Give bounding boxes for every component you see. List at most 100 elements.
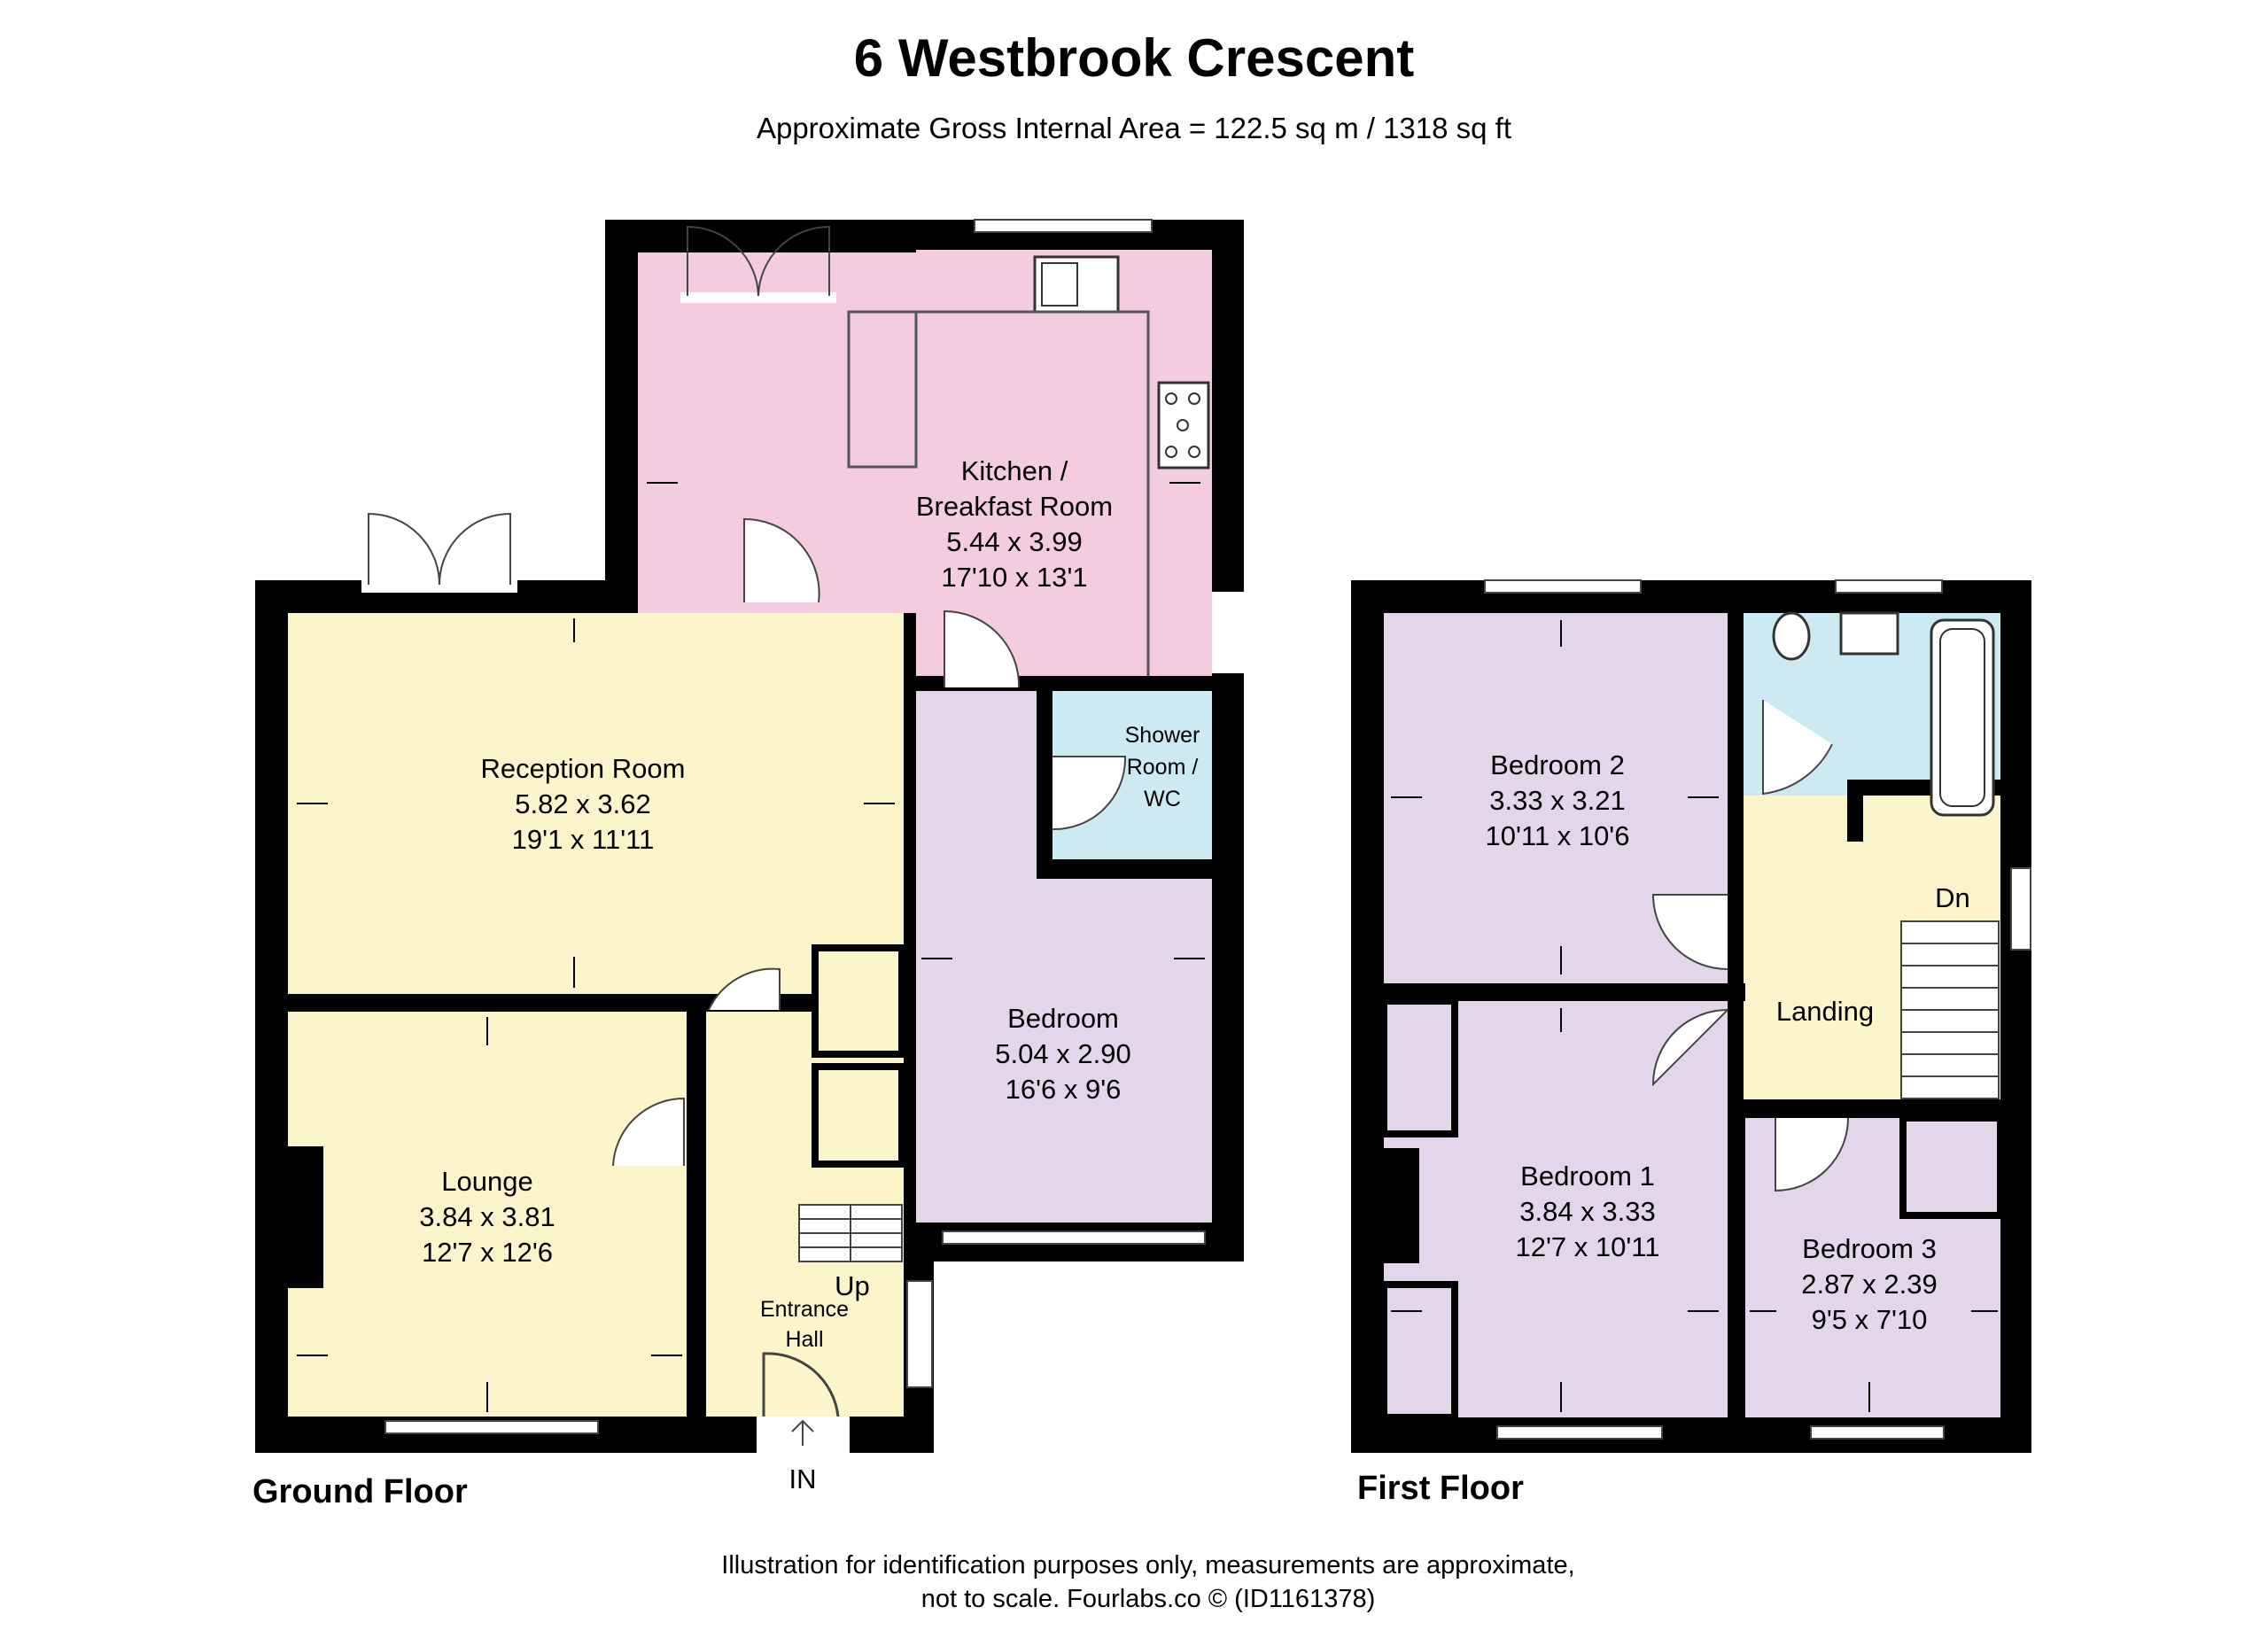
door-bedroom1 [1651,1009,1728,1087]
breakfast-bar [847,310,918,469]
window-kitchen [974,219,1153,233]
reception-room-name: Reception Room [481,753,686,784]
window-bedroom [942,1230,1206,1245]
stairs-down-label: Dn [1935,882,1970,913]
window-bedroom2 [1484,579,1642,594]
door-shower [1052,756,1127,831]
wardrobe-bedroom1-lower [1380,1281,1458,1421]
reception-room-metric: 5.82 x 3.62 [515,788,650,819]
wall-bathroom-side [1847,780,1863,842]
landing-name: Landing [1776,996,1874,1027]
front-door-icon [762,1352,840,1417]
kitchen-name-line1: Kitchen / [961,455,1068,486]
hob-ring [1165,446,1177,458]
door-hall-reception [708,967,781,1011]
hob-ring [1188,392,1200,405]
wall-shower-bottom [1037,859,1214,879]
bedroom1-name: Bedroom 1 [1520,1161,1655,1192]
bedroom1-area [1384,1001,1728,1417]
entrance-label: IN [789,1463,817,1494]
bedroom2-name: Bedroom 2 [1490,749,1625,780]
first-floor-plan: Bedroom 2 3.33 x 3.21 10'11 x 10'6 Landi… [288,579,2031,1507]
wall-reception-lounge [255,994,707,1012]
lounge-area [288,1012,687,1417]
kitchen-area-upper [916,250,1212,259]
cupboard-2 [812,1063,905,1168]
window-landing [2010,867,2031,951]
lounge-name: Lounge [441,1166,532,1197]
lounge-metric: 3.84 x 3.81 [419,1201,555,1232]
kitchen-metric: 5.44 x 3.99 [946,526,1082,557]
toilet-icon [1772,611,1811,661]
reception-room-area [288,613,904,994]
door-bedroom2 [1651,894,1728,970]
page-subtitle: Approximate Gross Internal Area = 122.5 … [757,112,1511,144]
wardrobe-bedroom1 [1380,998,1458,1137]
bath-icon [1930,618,1995,817]
bedroom1-imperial: 12'7 x 10'11 [1516,1231,1660,1262]
window-bathroom [1835,579,1943,594]
bedroom2-metric: 3.33 x 3.21 [1489,785,1625,816]
footer-disclaimer-line1: Illustration for identification purposes… [721,1551,1574,1580]
reception-room-imperial: 19'1 x 11'11 [512,824,655,855]
basin-icon [1839,611,1899,656]
kitchen-area [638,252,1212,676]
wall-bedrooms-landing [1728,613,1744,1417]
wall-lounge-hall [687,1012,706,1417]
wall-reception-bedroom [904,613,916,1269]
bath-inner [1939,628,1985,807]
sink-bowl [1041,262,1078,307]
entrance-hall-line1: Entrance [760,1297,849,1322]
chimney-breast-first [1384,1148,1419,1263]
kitchen-imperial: 17'10 x 13'1 [941,562,1087,593]
bedroom3-name: Bedroom 3 [1802,1233,1937,1264]
shower-room-line3: WC [1144,787,1181,811]
window-bedroom1 [1496,1425,1663,1440]
bedroom2-imperial: 10'11 x 10'6 [1486,820,1630,851]
chimney-breast-ground [288,1146,323,1288]
stairs-down [1900,920,2000,1099]
door-bedroom3 [1775,1117,1849,1192]
entrance-hall-line2: Hall [785,1327,823,1352]
wardrobe-bedroom3 [1899,1114,2004,1219]
bedroom3-imperial: 9'5 x 7'10 [1812,1304,1928,1335]
wall-shower [1037,682,1052,879]
stairs-up [798,1204,903,1262]
entrance-arrow-icon [791,1419,814,1446]
bedroom3-metric: 2.87 x 2.39 [1801,1269,1937,1300]
french-doors-kitchen [680,292,836,303]
bedroom-ground-metric: 5.04 x 2.90 [995,1038,1130,1069]
first-floor-label: First Floor [1357,1470,1524,1507]
bedroom-ground-name: Bedroom [1007,1003,1119,1034]
wall-bedroom2-bedroom1 [1351,983,1745,1001]
lounge-imperial: 12'7 x 12'6 [422,1237,553,1268]
page-title: 6 Westbrook Crescent [854,28,1414,88]
dimension-arrows-first [1391,620,1998,1412]
ground-floor-label: Ground Floor [252,1473,468,1510]
french-door-swing [687,225,830,297]
bedroom-ground-imperial: 16'6 x 9'6 [1006,1074,1122,1105]
door-reception-kitchen [743,517,820,603]
kitchen-name-line2: Breakfast Room [916,491,1113,522]
hob-ring [1177,419,1189,431]
dimension-arrows [297,482,1205,1412]
wall-landing-bedroom3 [1744,1099,2000,1118]
window-hall [906,1280,933,1388]
door-lounge [612,1097,685,1167]
cupboard-1 [812,944,905,1058]
shower-room-line1: Shower [1125,723,1200,748]
ground-floor-plan: Kitchen / Breakfast Room 5.44 x 3.99 17'… [252,219,1244,1510]
window-bedroom3 [1810,1425,1945,1440]
kitchen-worktop [916,310,1150,676]
stairs-up-label: Up [835,1270,870,1301]
shower-room-line2: Room / [1127,755,1199,780]
door-bathroom [1762,700,1833,796]
footer-disclaimer-line2: not to scale. Fourlabs.co © (ID1161378) [921,1585,1375,1613]
french-door-swing [368,512,511,586]
window-lounge [384,1420,599,1434]
french-doors-reception [361,580,517,593]
hob-ring [1165,392,1177,405]
hob-ring [1188,446,1200,458]
bedroom1-metric: 3.84 x 3.33 [1519,1196,1655,1227]
